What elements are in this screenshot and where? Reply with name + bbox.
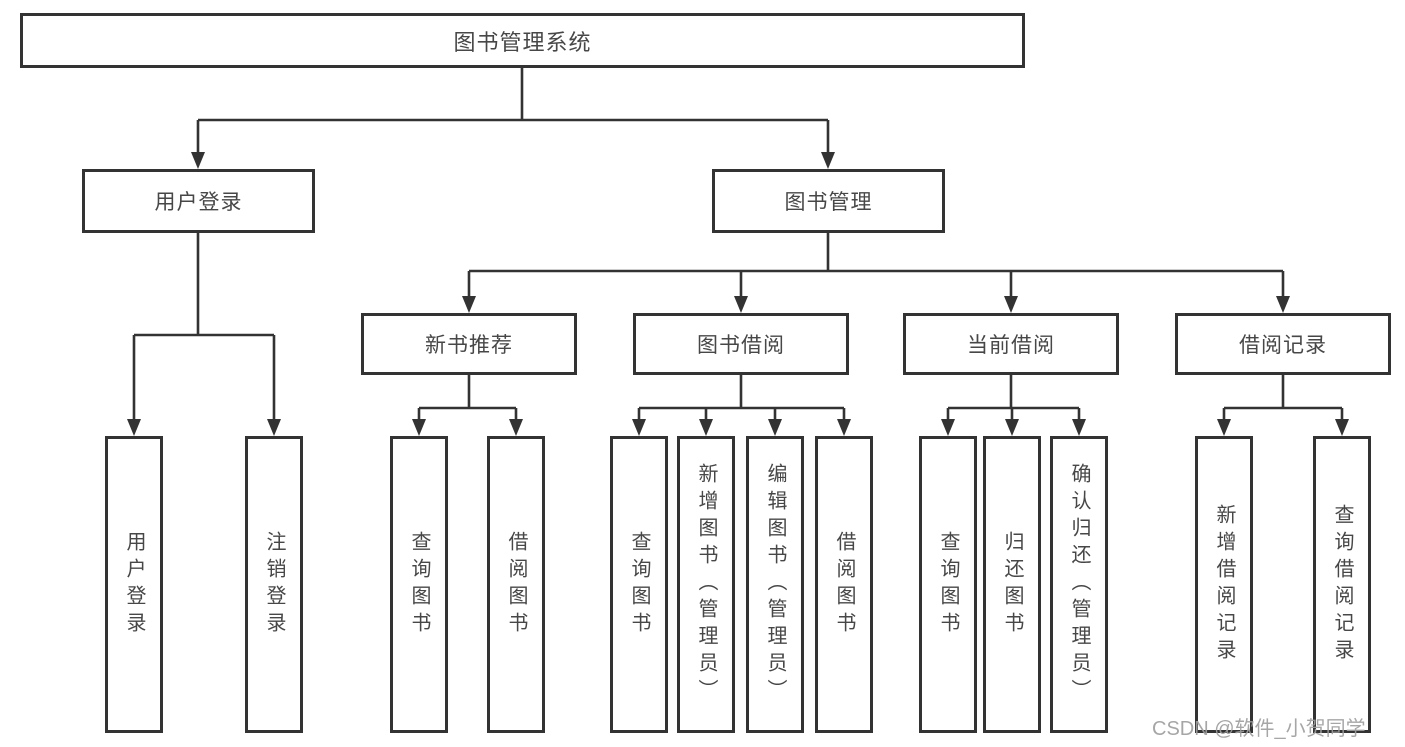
node-borrow-records-label: 借阅记录 (1239, 334, 1327, 357)
node-borrowing-query-books-label: 查询图书 (628, 530, 650, 639)
node-new-book-recommend-label: 新书推荐 (425, 334, 513, 357)
node-confirm-return-admin-label: 确认归还（管理员） (1068, 463, 1090, 706)
node-edit-books-admin: 编辑图书（管理员） (746, 436, 804, 733)
node-add-borrow-record-label: 新增借阅记录 (1213, 503, 1235, 666)
watermark-text: CSDN @软件_小贺同学 (1152, 718, 1366, 740)
node-edit-books-admin-label: 编辑图书（管理员） (764, 463, 786, 706)
node-new-book-recommend: 新书推荐 (361, 313, 577, 375)
node-query-borrow-record: 查询借阅记录 (1313, 436, 1371, 733)
node-return-books-label: 归还图书 (1001, 530, 1023, 639)
node-return-books: 归还图书 (983, 436, 1041, 733)
node-confirm-return-admin: 确认归还（管理员） (1050, 436, 1108, 733)
node-borrow-records: 借阅记录 (1175, 313, 1391, 375)
node-current-query-books-label: 查询图书 (937, 530, 959, 639)
node-query-borrow-record-label: 查询借阅记录 (1331, 503, 1353, 666)
node-leaf-logout-label: 注销登录 (263, 530, 285, 639)
node-leaf-user-login: 用户登录 (105, 436, 163, 733)
node-add-borrow-record: 新增借阅记录 (1195, 436, 1253, 733)
node-borrowing-query-books: 查询图书 (610, 436, 668, 733)
node-book-management: 图书管理 (712, 169, 945, 233)
node-user-login-label: 用户登录 (154, 191, 243, 214)
node-leaf-user-login-label: 用户登录 (123, 530, 145, 639)
node-add-books-admin-label: 新增图书（管理员） (695, 463, 717, 706)
node-current-query-books: 查询图书 (919, 436, 977, 733)
node-recommend-query-books-label: 查询图书 (408, 530, 430, 639)
node-library-system-label: 图书管理系统 (453, 29, 592, 55)
node-user-login: 用户登录 (82, 169, 315, 233)
arrowheads (127, 152, 1349, 436)
node-book-borrowing: 图书借阅 (633, 313, 849, 375)
node-library-system: 图书管理系统 (20, 13, 1025, 68)
node-recommend-borrow-books: 借阅图书 (487, 436, 545, 733)
node-current-borrowing: 当前借阅 (903, 313, 1119, 375)
node-current-borrowing-label: 当前借阅 (967, 334, 1055, 357)
node-book-management-label: 图书管理 (784, 191, 873, 214)
node-recommend-borrow-books-label: 借阅图书 (505, 530, 527, 639)
node-book-borrowing-label: 图书借阅 (697, 334, 785, 357)
node-borrowing-borrow-books: 借阅图书 (815, 436, 873, 733)
node-recommend-query-books: 查询图书 (390, 436, 448, 733)
node-add-books-admin: 新增图书（管理员） (677, 436, 735, 733)
node-borrowing-borrow-books-label: 借阅图书 (833, 530, 855, 639)
node-leaf-logout: 注销登录 (245, 436, 303, 733)
